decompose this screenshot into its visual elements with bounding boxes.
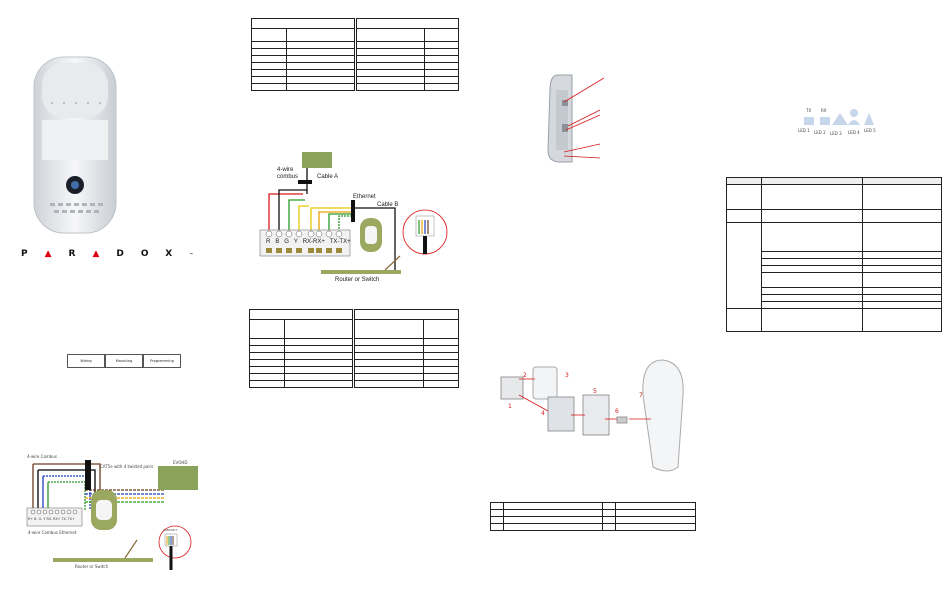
table-top [251, 18, 459, 91]
callout-7: 7 [639, 392, 643, 399]
back-plate-image [540, 70, 620, 170]
label-combus-ethernet: 4-wire Combus Ethernet [28, 530, 77, 535]
callout-6: 6 [615, 408, 619, 415]
label-led2: LED 2 [814, 130, 826, 135]
callout-3: 3 [565, 372, 569, 379]
label-led3: LED 3 [830, 131, 842, 136]
callout-4: 4 [541, 410, 545, 417]
label-combus-top: 4-wire Combus [27, 454, 57, 459]
callout-2: 2 [523, 372, 527, 379]
wiring-diagram-cable-ab: 4-wire combus Cable A Ethernet Cable B R… [255, 150, 455, 290]
label-ethernet: Ethernet [353, 194, 376, 200]
logo-triangle-icon: ▲ [44, 249, 69, 259]
label-cat5: CAT5e with 4 twisted pairs [100, 464, 154, 469]
flow-step-programming: Programming [143, 354, 181, 368]
label-rx: RX [821, 108, 827, 113]
label-cable-a: Cable A [317, 174, 339, 180]
product-image [30, 55, 120, 235]
label-plug: 10BASE-T [163, 528, 178, 532]
label-module: EVOHD [173, 460, 188, 465]
table-bottom [248, 309, 459, 388]
label-terminals: R B G Y RX-RX+ TX-TX+ [266, 239, 351, 245]
wiring-diagram-ethernet-combus: 4-wire Combus CAT5e with 4 twisted pairs… [25, 450, 205, 575]
label-led5: LED 5 [864, 128, 876, 133]
led-diagram: TX RX LED 1 LED 2 LED 3 LED 4 LED 5 [798, 105, 878, 140]
logo-triangle-icon: ▲ [92, 249, 117, 259]
callout-1: 1 [508, 403, 512, 410]
callout-5: 5 [593, 388, 597, 395]
label-terminal-row: R+ B- G- Y RX- RX+ TX- TX+ [28, 517, 75, 521]
label-combus: 4-wire combus [277, 167, 299, 180]
label-tx: TX [806, 108, 812, 113]
label-cable-b: Cable B [377, 202, 399, 208]
label-router-switch: Router or Switch [75, 564, 109, 569]
label-led4: LED 4 [848, 130, 860, 135]
table-led-status [726, 177, 942, 332]
paradox-logo: P▲R▲DOX™ [21, 249, 194, 259]
assembly-exploded-view: 1 2 3 4 5 6 7 [493, 355, 693, 480]
label-router: Router or Switch [335, 277, 380, 283]
table-small [490, 502, 696, 531]
label-led1: LED 1 [798, 128, 810, 133]
flow-step-mounting: Mounting [105, 354, 143, 368]
